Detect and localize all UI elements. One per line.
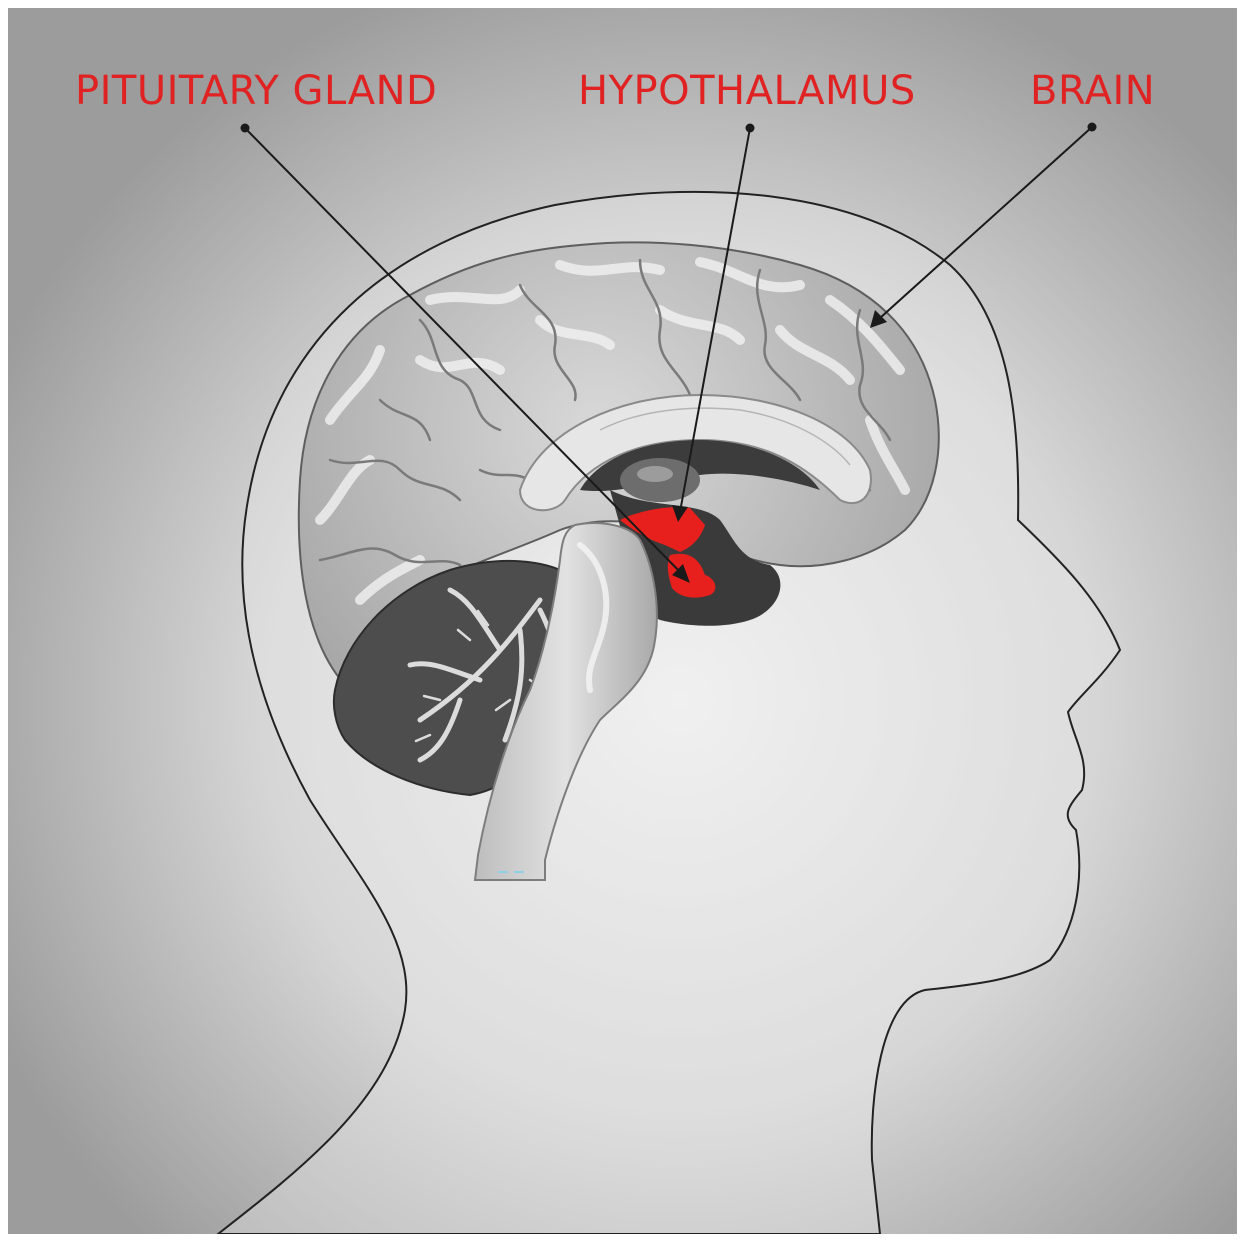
pituitary-leader-dot bbox=[241, 124, 250, 133]
diagram-frame: PITUITARY GLAND HYPOTHALAMUS BRAIN bbox=[8, 8, 1237, 1234]
pituitary-gland-label: PITUITARY GLAND bbox=[75, 68, 437, 114]
brain-leader-dot bbox=[1088, 123, 1097, 132]
hypothalamus-leader-dot bbox=[746, 124, 755, 133]
hypothalamus-label: HYPOTHALAMUS bbox=[578, 68, 916, 114]
brain-anatomy-diagram: PITUITARY GLAND HYPOTHALAMUS BRAIN bbox=[8, 8, 1237, 1234]
brain-label: BRAIN bbox=[1030, 68, 1155, 114]
